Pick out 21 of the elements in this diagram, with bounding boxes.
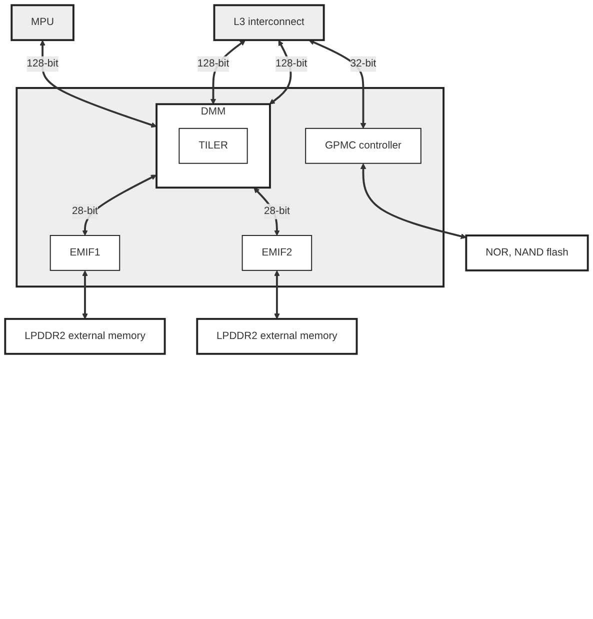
node-box: EMIF1 xyxy=(50,234,120,271)
arrow xyxy=(360,163,466,240)
node-box: TILER xyxy=(178,128,248,164)
edge-label: 128-bit xyxy=(26,58,58,70)
node-box: MPU xyxy=(10,4,74,42)
node-box: EMIF2 xyxy=(242,234,312,271)
cluster xyxy=(16,87,445,288)
node-box: LPDDR2 external memory xyxy=(4,318,166,355)
edge-label: 28-bit xyxy=(264,206,290,217)
node-box: LPDDR2 external memory xyxy=(196,318,358,355)
edge-label: 128-bit xyxy=(276,58,308,70)
arrow xyxy=(274,270,280,320)
arrow xyxy=(82,270,88,320)
edge-label: 128-bit xyxy=(197,58,230,70)
node-box: L3 interconnect xyxy=(213,4,325,42)
edge-label: 28-bit xyxy=(72,206,98,217)
edge-label: 32-bit xyxy=(350,58,376,70)
node-box: GPMC controller xyxy=(305,128,422,164)
node-box: NOR, NAND flash xyxy=(465,234,589,272)
arrow xyxy=(308,40,366,129)
arrow xyxy=(40,40,157,128)
